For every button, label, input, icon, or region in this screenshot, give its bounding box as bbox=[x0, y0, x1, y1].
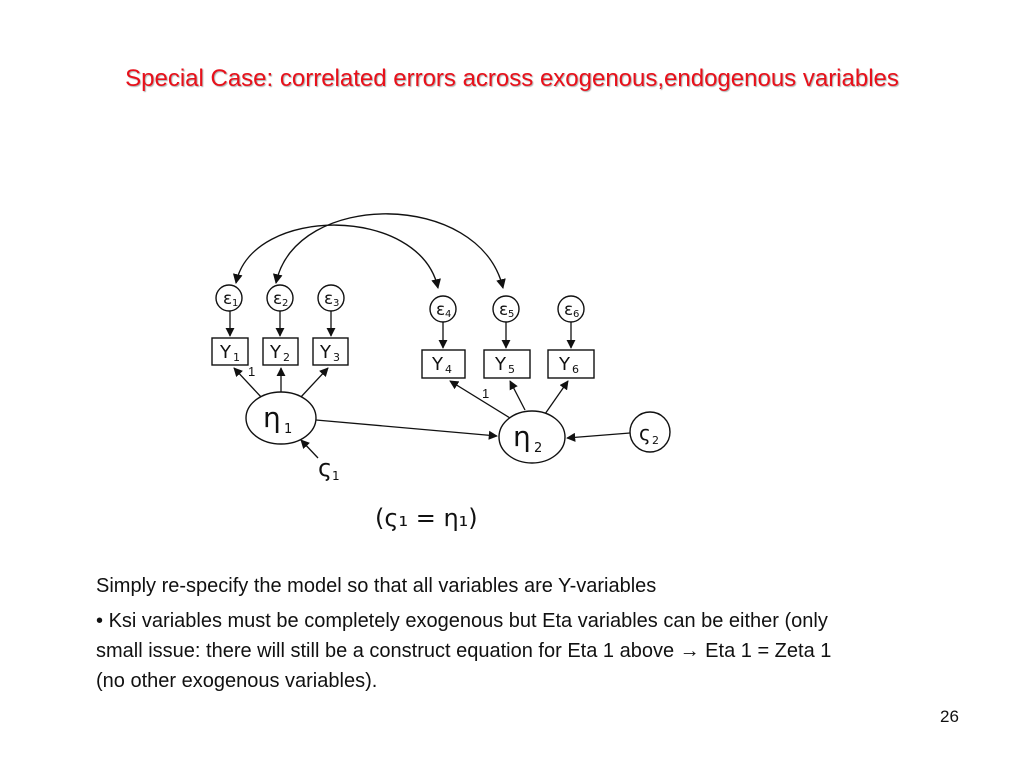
bullet-point: • Ksi variables must be completely exoge… bbox=[96, 606, 836, 696]
path-zeta1-eta1 bbox=[300, 439, 319, 459]
indicator-box-y3: Y 3 bbox=[312, 337, 349, 366]
svg-text:ε: ε bbox=[436, 300, 445, 320]
equation-zeta1-equals-eta1: (ς₁ = η₁) bbox=[375, 504, 478, 532]
path-eta2-y6 bbox=[544, 380, 569, 415]
svg-text:2: 2 bbox=[652, 434, 659, 447]
latent-node-eta1: η 1 bbox=[245, 391, 317, 445]
latent-node-eta2: η 2 bbox=[498, 410, 566, 464]
svg-text:4: 4 bbox=[445, 363, 452, 376]
svg-text:ε: ε bbox=[564, 300, 573, 320]
error-node-e1: ε 1 bbox=[215, 284, 243, 312]
svg-text:η: η bbox=[513, 420, 531, 453]
svg-text:ς: ς bbox=[639, 421, 651, 445]
covariance-e2-e5 bbox=[272, 213, 506, 289]
svg-text:4: 4 bbox=[445, 309, 451, 320]
svg-text:Y: Y bbox=[494, 354, 507, 375]
svg-text:1: 1 bbox=[233, 351, 240, 364]
svg-text:η: η bbox=[263, 401, 281, 434]
svg-text:1: 1 bbox=[332, 469, 340, 483]
path-eta1-y1 bbox=[233, 367, 263, 399]
disturbance-node-zeta2: ς 2 bbox=[629, 411, 671, 453]
loading-label-y4: 1 bbox=[482, 386, 489, 401]
svg-text:ε: ε bbox=[273, 289, 282, 309]
path-eta2-y4 bbox=[449, 380, 511, 419]
svg-text:1: 1 bbox=[232, 298, 238, 309]
indicator-box-y2: 2 Y 2 bbox=[262, 337, 299, 366]
svg-text:Y: Y bbox=[431, 354, 444, 375]
path-zeta2-eta2 bbox=[566, 432, 631, 442]
svg-text:3: 3 bbox=[333, 351, 340, 364]
svg-text:2: 2 bbox=[534, 441, 542, 456]
svg-text:ε: ε bbox=[223, 289, 232, 309]
error-node-e2: ε 2 bbox=[266, 284, 294, 312]
svg-text:2: 2 bbox=[282, 298, 288, 309]
indicator-box-y6: Y 6 bbox=[547, 349, 595, 379]
svg-text:5: 5 bbox=[508, 309, 514, 320]
error-node-e3: ε 3 bbox=[317, 284, 345, 312]
svg-text:ε: ε bbox=[499, 300, 508, 320]
loading-label-y1: 1 bbox=[248, 364, 255, 379]
svg-text:5: 5 bbox=[508, 363, 515, 376]
error-node-e6: ε 6 bbox=[557, 295, 585, 323]
path-eta1-eta2 bbox=[315, 419, 498, 440]
indicator-box-y5: Y 5 bbox=[483, 349, 531, 379]
bullet-marker: • bbox=[96, 610, 104, 632]
page-number: 26 bbox=[940, 707, 959, 726]
path-eta1-y3 bbox=[299, 367, 329, 399]
svg-text:2: 2 bbox=[283, 351, 290, 364]
svg-text:6: 6 bbox=[573, 309, 579, 320]
covariance-e1-e4 bbox=[232, 224, 441, 289]
svg-text:Y: Y bbox=[558, 354, 571, 375]
bullet-text-after-arrow: Eta 1 = Zeta 1 (no other exogenous varia… bbox=[96, 640, 832, 692]
slide-body: Simply re-specify the model so that all … bbox=[96, 571, 836, 696]
svg-text:1: 1 bbox=[284, 422, 292, 437]
svg-text:6: 6 bbox=[572, 363, 579, 376]
error-node-e4: ε 4 bbox=[429, 295, 457, 323]
svg-text:Y: Y bbox=[269, 342, 282, 363]
svg-text:Y: Y bbox=[319, 342, 332, 363]
slide-title: Special Case: correlated errors across e… bbox=[125, 65, 899, 92]
svg-text:ς: ς bbox=[318, 454, 332, 482]
bullet-text-before-arrow: Ksi variables must be completely exogeno… bbox=[96, 610, 828, 662]
disturbance-zeta1: ς 1 bbox=[318, 454, 340, 483]
intro-line: Simply re-specify the model so that all … bbox=[96, 575, 657, 597]
svg-text:3: 3 bbox=[333, 298, 339, 309]
svg-text:Y: Y bbox=[219, 342, 232, 363]
path-eta2-y5 bbox=[509, 380, 526, 411]
indicator-box-y4: Y 4 bbox=[421, 349, 466, 379]
indicator-box-y1: Y 1 bbox=[211, 337, 249, 366]
svg-text:ε: ε bbox=[324, 289, 333, 309]
arrow-icon: → bbox=[679, 640, 700, 662]
error-node-e5: ε 5 bbox=[492, 295, 520, 323]
